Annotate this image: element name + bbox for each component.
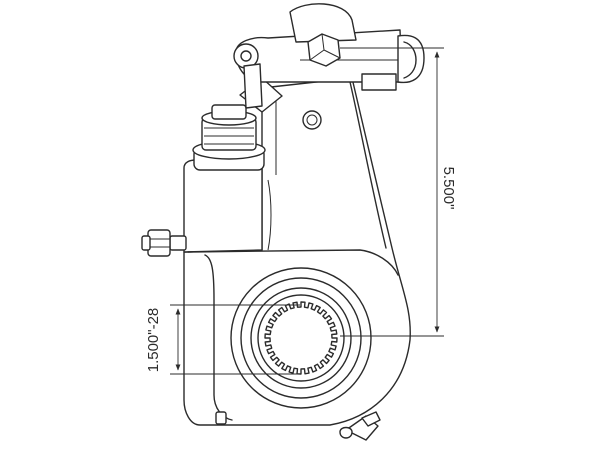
worm-cylinder xyxy=(192,104,266,171)
rivet xyxy=(302,110,322,130)
bottom-details xyxy=(215,411,381,441)
spline-label: 1.500"-28 xyxy=(145,308,162,373)
gear-hub xyxy=(230,267,372,409)
height-label: 5.500" xyxy=(440,167,457,210)
dimension-spline: 1.500"-28 xyxy=(145,304,300,375)
dimension-height: 5.500" xyxy=(340,47,457,337)
push-rod xyxy=(243,63,263,109)
side-nut xyxy=(141,229,187,257)
hex-bolt xyxy=(307,33,341,67)
